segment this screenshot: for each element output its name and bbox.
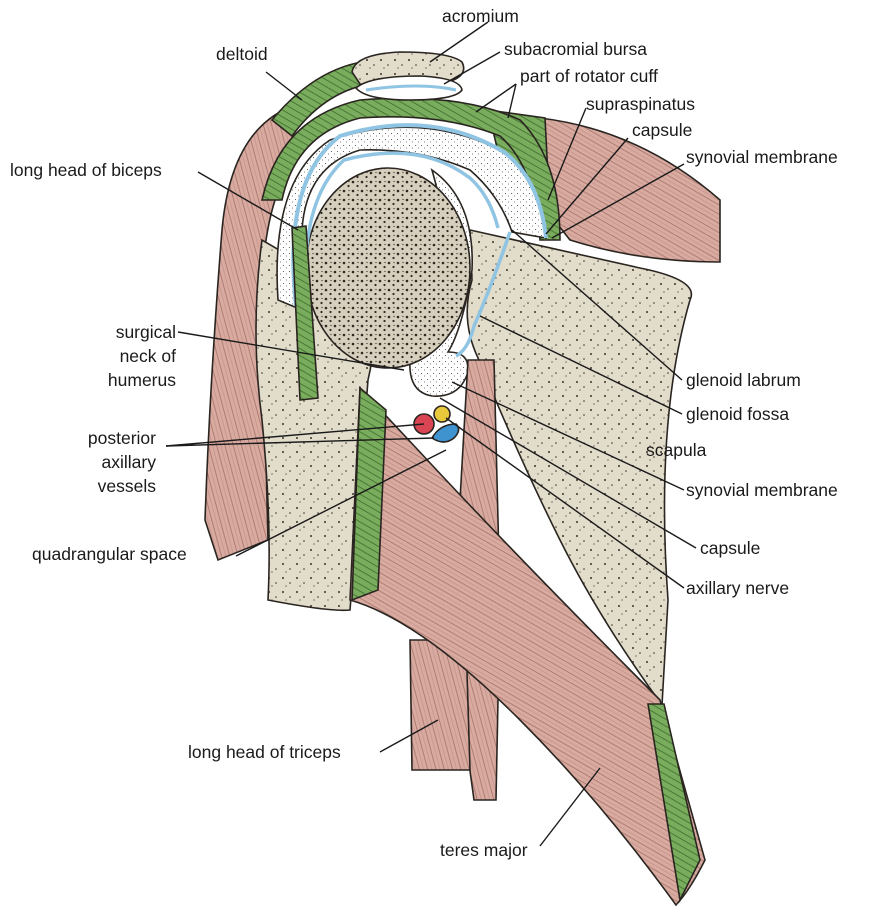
label-quadrangular-space: quadrangular space [32, 544, 187, 564]
label-supraspinatus: supraspinatus [586, 94, 695, 114]
label-capsule-bottom: capsule [700, 538, 760, 558]
leader-deltoid [266, 72, 302, 100]
label-long-head-of-triceps: long head of triceps [188, 742, 341, 762]
leader-teres-major [540, 768, 600, 846]
label-synovial-membrane-bottom: synovial membrane [686, 480, 838, 500]
label-teres-major: teres major [440, 840, 528, 860]
label-synovial-membrane-top: synovial membrane [686, 147, 838, 167]
leader-acromium [430, 22, 488, 62]
label-glenoid-fossa: glenoid fossa [686, 404, 789, 424]
label-subacromial-bursa: subacromial bursa [504, 39, 647, 59]
label-surgical-neck-line1: surgical [116, 322, 176, 342]
label-posterior-axillary-line3: vessels [98, 476, 157, 496]
label-acromium: acromium [442, 6, 519, 26]
label-posterior-axillary-line2: axillary [102, 452, 157, 472]
humeral-head [306, 168, 470, 368]
label-long-head-of-biceps: long head of biceps [10, 160, 162, 180]
label-deltoid: deltoid [216, 44, 268, 64]
label-scapula: scapula [646, 440, 707, 460]
label-posterior-axillary-line1: posterior [88, 428, 156, 448]
label-surgical-neck-line3: humerus [108, 370, 176, 390]
label-axillary-nerve: axillary nerve [686, 578, 789, 598]
label-capsule-top: capsule [632, 120, 692, 140]
posterior-circumflex-vein [432, 424, 459, 442]
supraspinatus-muscle [540, 118, 720, 262]
label-surgical-neck-line2: neck of [120, 346, 177, 366]
label-part-of-rotator-cuff: part of rotator cuff [520, 66, 658, 86]
label-glenoid-labrum: glenoid labrum [686, 370, 801, 390]
